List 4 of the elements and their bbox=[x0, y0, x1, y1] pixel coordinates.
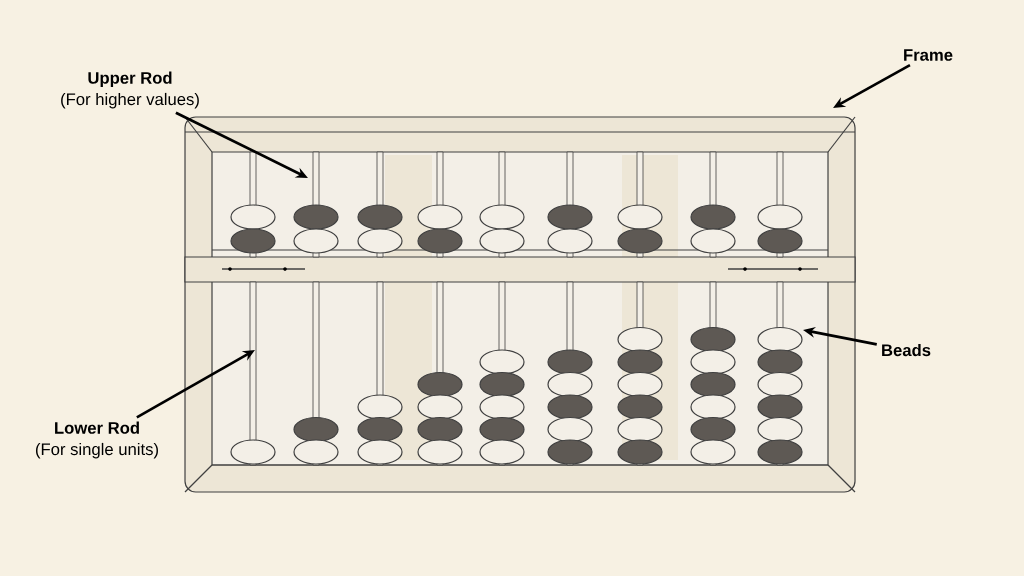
callout-label: Frame bbox=[904, 49, 953, 61]
callout-label: Beads bbox=[882, 343, 931, 357]
callout-label: Lower Rod (For single units) bbox=[35, 421, 158, 459]
callout-label: Upper Rod (For higher values) bbox=[61, 71, 199, 109]
